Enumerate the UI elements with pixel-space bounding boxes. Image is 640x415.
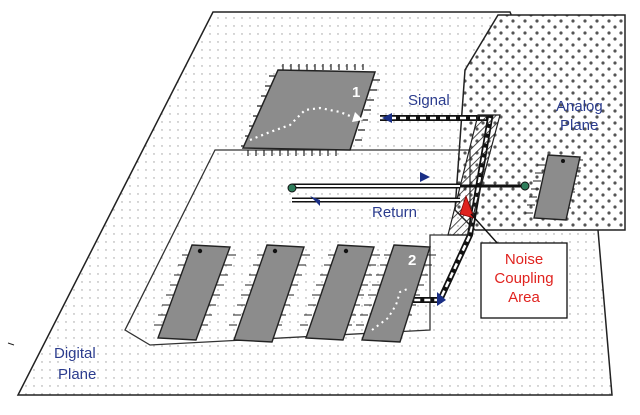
return-traces	[287, 172, 530, 206]
chip-1-number: 1	[352, 84, 360, 101]
digital-chip-a	[154, 244, 236, 341]
analog-chip	[525, 154, 583, 221]
digital-plane-label-line2: Plane	[58, 366, 97, 383]
signal-arrow-icon	[382, 113, 392, 123]
edge-tick	[7, 342, 15, 346]
digital-chip-2	[356, 244, 436, 343]
analog-plane-label-line2: Plane	[560, 117, 599, 134]
noise-label-line1: Noise	[504, 251, 544, 268]
noise-label-line3: Area	[508, 289, 540, 306]
chip-2-number: 2	[408, 252, 416, 269]
signal-arrow-2-icon	[437, 292, 446, 306]
analog-plane-label-line1: Analog	[556, 98, 603, 115]
noise-label-line2: Coupling	[494, 270, 554, 287]
noise-callout-text: Noise Coupling Area	[481, 250, 567, 307]
return-arrow-2-icon	[310, 196, 320, 206]
digital-plane-label-line1: Digital	[54, 345, 96, 362]
noise-callout-box	[480, 242, 568, 319]
digital-chip-b	[229, 244, 310, 343]
analog-via-icon	[520, 181, 530, 191]
return-arrow-icon	[420, 172, 430, 182]
signal-trace	[380, 113, 494, 306]
noise-indicator-icon	[459, 194, 475, 219]
coupling-strip	[447, 114, 501, 236]
digital-chips	[154, 244, 436, 343]
signal-label: Signal	[408, 92, 450, 109]
via-icon	[287, 183, 297, 193]
analog-plane-dots	[454, 14, 626, 231]
return-label: Return	[372, 204, 418, 221]
digital-chip-c	[300, 244, 380, 341]
chip-1	[241, 64, 380, 156]
